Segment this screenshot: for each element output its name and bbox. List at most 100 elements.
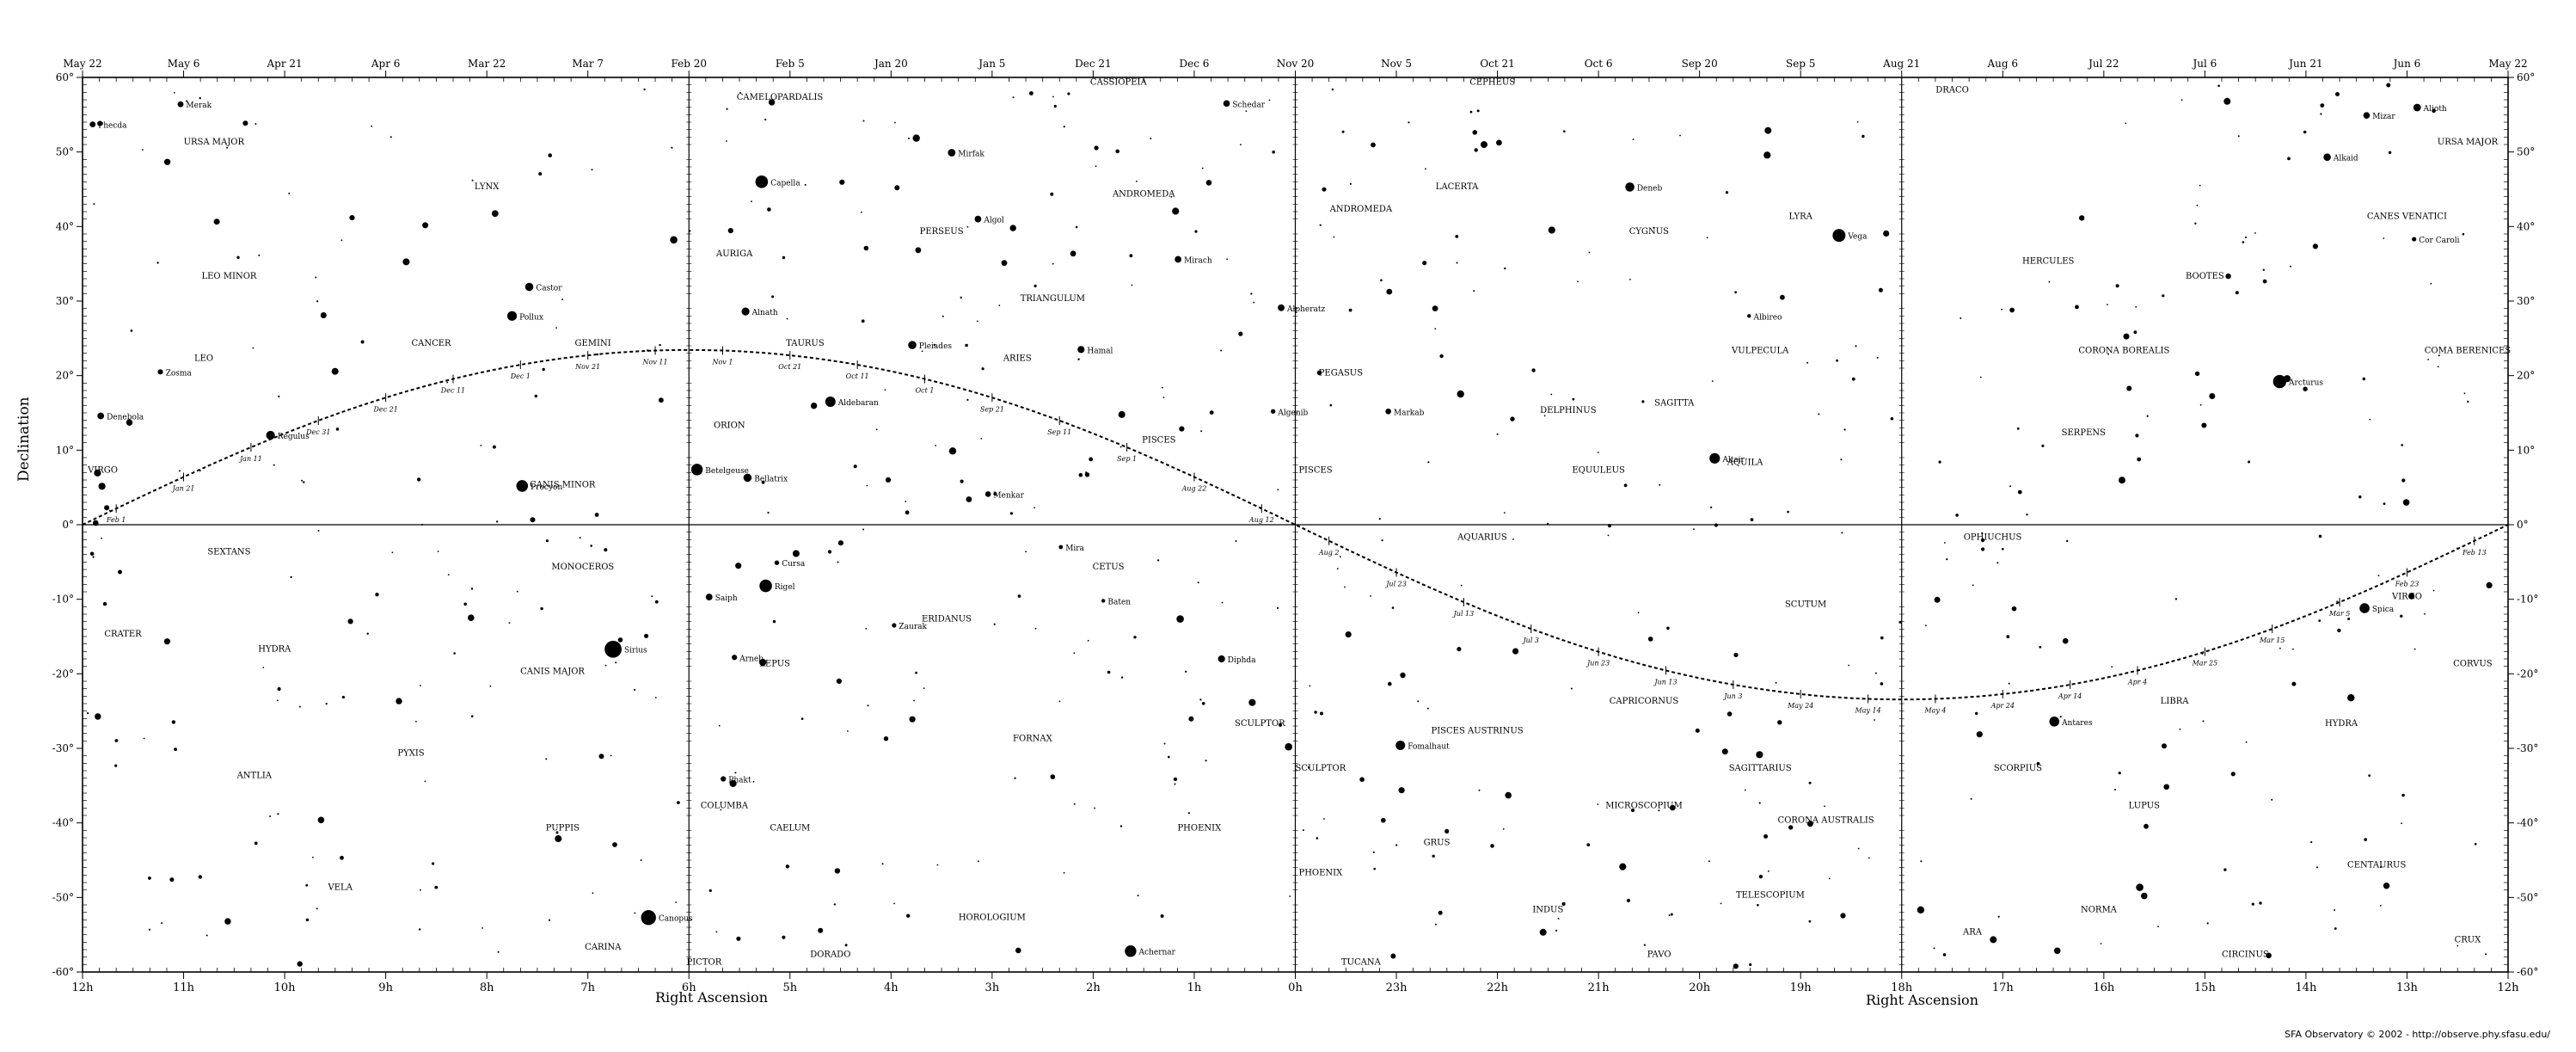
star (1395, 741, 1406, 751)
field-star (1733, 652, 1739, 658)
star (1077, 346, 1085, 354)
field-star (94, 469, 101, 477)
field-star (434, 885, 439, 889)
constellation-label: CRATER (104, 630, 142, 639)
field-star (2401, 444, 2403, 446)
field-star (998, 305, 1001, 306)
field-star (1119, 825, 1123, 827)
constellation-label: SAGITTA (1654, 398, 1695, 408)
ecliptic-date-label: Oct 11 (846, 372, 869, 380)
star (1747, 314, 1751, 318)
field-star (1268, 99, 1271, 102)
field-star (1339, 556, 1341, 558)
constellation-label: URSA MAJOR (2438, 138, 2499, 147)
date-tick-label: Oct 21 (1480, 58, 1514, 70)
field-star (2467, 400, 2469, 403)
field-star (1577, 280, 1579, 283)
field-star (163, 158, 171, 165)
field-star (2248, 460, 2251, 464)
field-star (863, 245, 869, 251)
field-star (1980, 538, 1985, 543)
field-star (555, 831, 559, 834)
star (1223, 100, 1230, 108)
field-star (1156, 559, 1160, 562)
star (948, 149, 956, 157)
date-tick-label: Apr 6 (371, 58, 401, 70)
field-star (2383, 883, 2390, 889)
field-star (834, 868, 841, 874)
field-star (2048, 280, 2051, 283)
field-star (2107, 353, 2110, 355)
declination-axis-title: Declination (15, 397, 33, 482)
dec-tick-label: 50° (56, 146, 74, 158)
field-star (2157, 926, 2159, 928)
field-star (1172, 207, 1180, 215)
field-star (2362, 377, 2365, 381)
star (892, 623, 897, 628)
field-star (905, 501, 907, 502)
field-star (786, 317, 788, 320)
field-star (1314, 711, 1317, 714)
date-tick-label: Mar 22 (468, 58, 506, 70)
ecliptic-date-label: Feb 13 (2462, 549, 2487, 557)
field-star (269, 815, 272, 817)
field-star (736, 936, 741, 941)
field-star (1194, 230, 1198, 233)
field-star (785, 864, 790, 869)
constellation-label: PEGASUS (1319, 369, 1364, 378)
field-star (508, 622, 511, 624)
field-star (1777, 720, 1782, 725)
star (741, 307, 750, 316)
ra-axis-title-left: Right Ascension (655, 989, 768, 1006)
field-star (1861, 134, 1865, 138)
field-star (884, 389, 886, 391)
field-star (1085, 471, 1088, 474)
field-star (1756, 751, 1763, 759)
field-star (677, 801, 680, 804)
field-star (1245, 110, 1248, 113)
field-star (1543, 415, 1546, 417)
star-label: Diphda (1228, 656, 1256, 665)
field-star (1176, 615, 1184, 623)
date-tick-label: May 6 (168, 58, 200, 70)
field-star (1435, 923, 1437, 926)
dec-tick-label: -60° (2517, 966, 2538, 978)
ra-tick-label: 22h (1487, 981, 1509, 994)
star (1709, 452, 1720, 464)
field-star (2279, 647, 2281, 649)
constellation-label: SCULPTOR (1296, 764, 1346, 773)
field-star (2388, 151, 2392, 154)
constellation-label: CRUX (2455, 935, 2482, 944)
ra-tick-label: 19h (1790, 981, 1812, 994)
field-star (2107, 304, 2108, 305)
star (506, 311, 518, 321)
field-star (2385, 581, 2388, 583)
field-star (2486, 581, 2493, 589)
star (984, 491, 991, 497)
field-star (2244, 236, 2248, 239)
ecliptic-date-label: Sep 11 (1047, 428, 1071, 436)
constellation-label: PUPPIS (546, 823, 580, 833)
field-star (2011, 606, 2017, 612)
field-star (2016, 427, 2020, 430)
constellation-label: CETUS (1093, 563, 1125, 572)
star (2049, 717, 2060, 727)
date-tick-label: Feb 20 (671, 58, 707, 70)
field-star (2199, 184, 2201, 187)
field-star (1843, 428, 1846, 431)
field-star (727, 228, 733, 234)
ecliptic-line (82, 348, 2509, 701)
field-star (1015, 947, 1021, 954)
constellation-label: PISCES (1142, 436, 1175, 446)
constellation-label: COLUMBA (701, 801, 749, 810)
field-star (290, 575, 292, 579)
constellation-label: ARIES (1003, 354, 1032, 363)
field-star (347, 618, 353, 624)
field-star (2334, 927, 2337, 930)
field-star (844, 944, 848, 947)
date-tick-label: Aug 6 (1987, 58, 2019, 70)
field-star (1570, 687, 1573, 690)
constellation-label: VULPECULA (1731, 347, 1789, 356)
